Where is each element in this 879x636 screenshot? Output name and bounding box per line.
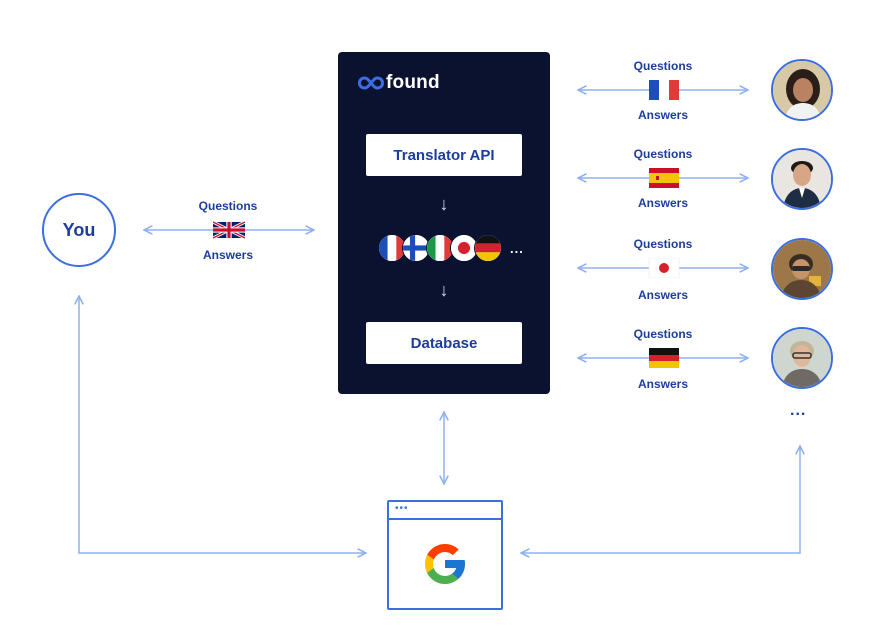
down-arrow-icon: ↓ [439, 194, 449, 214]
you-node: You [42, 193, 116, 267]
right-questions-label: Questions [633, 237, 693, 251]
right-answers-label: Answers [637, 108, 689, 122]
google-icon [421, 540, 469, 588]
avatar [771, 148, 833, 210]
es-flag-icon [648, 168, 680, 188]
jp-flag-icon [648, 257, 680, 279]
fr-flag-icon [648, 80, 680, 100]
more-users-text: ... [790, 402, 807, 419]
browser-dots: ••• [395, 503, 409, 514]
right-questions-label: Questions [633, 59, 693, 73]
de-flag-icon [474, 234, 502, 262]
left-answers-label: Answers [202, 248, 254, 262]
avatar [771, 59, 833, 121]
you-to-browser-connector [79, 296, 366, 553]
more-languages-text: ... [510, 240, 524, 256]
google-browser-window: ••• [387, 500, 503, 610]
translator-api-label: Translator API [393, 146, 495, 164]
jp-flag-icon [450, 234, 478, 262]
database-box: Database [366, 322, 522, 364]
right-answers-label: Answers [637, 196, 689, 210]
right-questions-label: Questions [633, 147, 693, 161]
down-arrow-icon: ↓ [439, 280, 449, 300]
cofound-logo: found [358, 72, 440, 94]
database-label: Database [410, 334, 478, 352]
right-answers-label: Answers [637, 377, 689, 391]
right-questions-label: Questions [633, 327, 693, 341]
right-answers-label: Answers [637, 288, 689, 302]
translator-api-box: Translator API [366, 134, 522, 176]
you-label: You [62, 219, 96, 240]
browser-title-bar: ••• [389, 502, 501, 520]
de-flag-icon [648, 348, 680, 368]
browser-to-users-connector [521, 446, 800, 553]
infinity-logo-icon [358, 76, 384, 90]
avatar [771, 327, 833, 389]
cofound-panel: found Translator API ↓ ... ↓ Database [338, 52, 550, 394]
fr-flag-icon [378, 234, 406, 262]
logo-text: found [386, 72, 440, 93]
fi-flag-icon [402, 234, 430, 262]
avatar [771, 238, 833, 300]
left-questions-label: Questions [198, 199, 258, 213]
it-flag-icon [426, 234, 454, 262]
language-flags: ... [378, 234, 524, 262]
uk-flag-icon [212, 220, 246, 240]
